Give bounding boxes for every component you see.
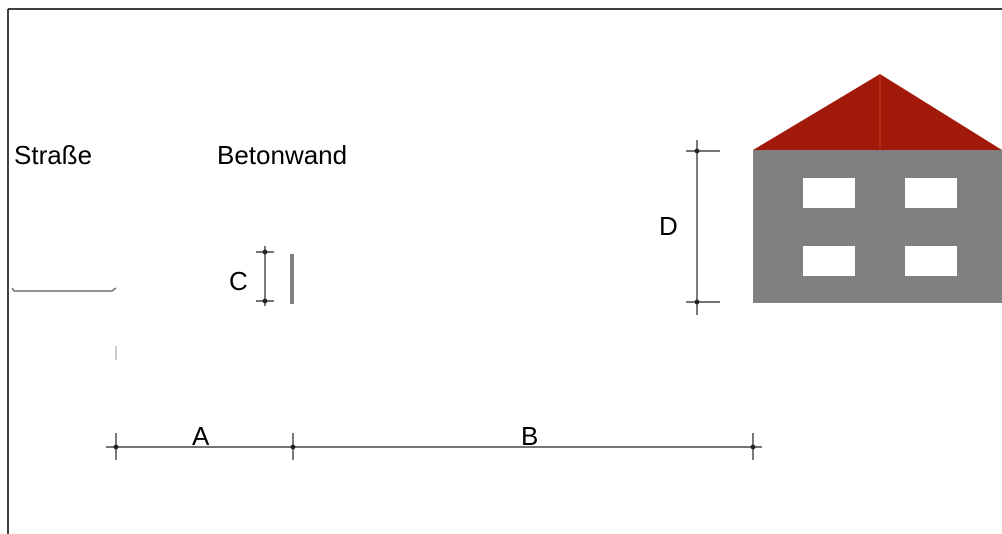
house-window — [905, 246, 957, 276]
dimension-c — [256, 246, 274, 306]
wall-label: Betonwand — [217, 140, 348, 170]
dimension-a-label: A — [192, 421, 210, 451]
dimension-d-label: D — [659, 211, 678, 241]
dimension-c-label: C — [229, 266, 248, 296]
house-window — [803, 178, 855, 208]
house-body — [753, 150, 1002, 303]
house-roof — [753, 74, 1002, 150]
house — [753, 74, 1002, 303]
house-window — [803, 246, 855, 276]
dimension-d — [686, 140, 720, 315]
road-line — [11, 287, 117, 292]
house-window — [905, 178, 957, 208]
road-label: Straße — [14, 140, 93, 170]
dimension-b-label: B — [521, 421, 539, 451]
concrete-wall — [290, 254, 294, 304]
dimension-a-b — [106, 433, 762, 460]
